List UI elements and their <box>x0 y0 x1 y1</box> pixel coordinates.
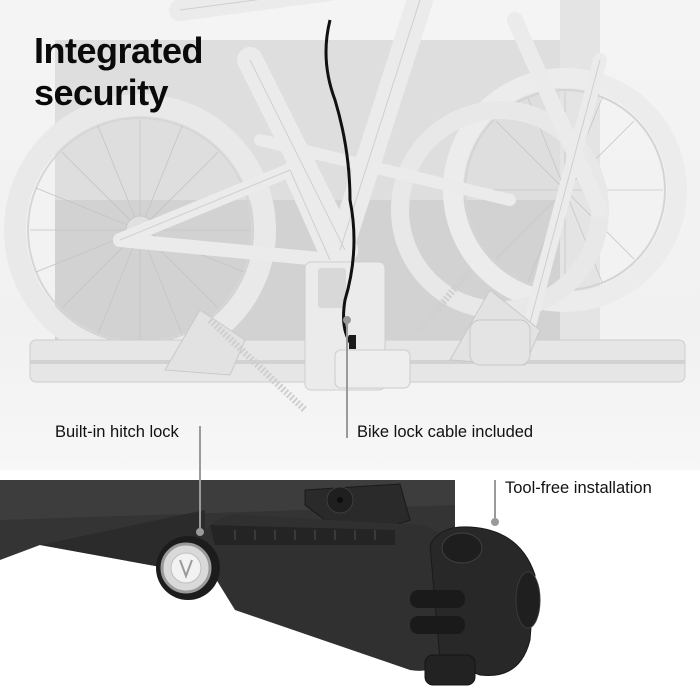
lock-cable <box>324 19 356 346</box>
callout-bike-lock-cable: Bike lock cable included <box>357 423 534 441</box>
headline: Integrated security <box>34 30 204 114</box>
tool-free-leader-dot <box>491 518 499 526</box>
hitch-lock-leader-line <box>199 426 201 532</box>
bike-lock-cable-leader-line <box>346 320 348 438</box>
bike-rack-scene <box>0 0 700 470</box>
hitch-lock-leader-dot <box>196 528 204 536</box>
hitch-lock-illustration <box>0 480 541 686</box>
callout-tool-free-installation: Tool-free installation <box>505 479 652 497</box>
bike-lock-cable-leader-dot <box>343 316 351 324</box>
headline-line-2: security <box>34 72 169 113</box>
hitch-lock-scene <box>0 470 700 700</box>
rack-base <box>29 261 686 413</box>
tool-free-leader-line <box>494 480 496 522</box>
bike-rack-illustration <box>4 0 687 413</box>
callout-hitch-lock: Built-in hitch lock <box>55 423 179 441</box>
headline-line-1: Integrated <box>34 30 204 71</box>
